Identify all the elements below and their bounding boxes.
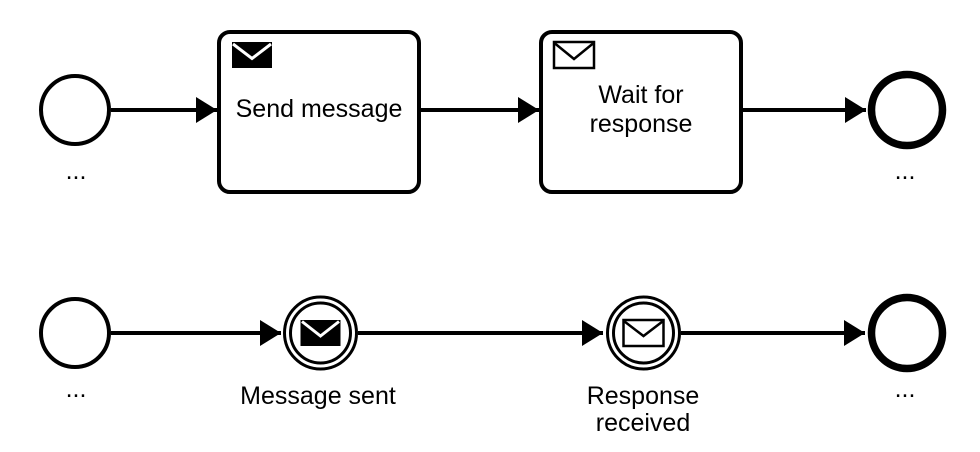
task-send-message[interactable]: Send message	[217, 30, 421, 194]
task-label-line1: Wait for	[598, 81, 683, 109]
task-label: Send message	[236, 95, 403, 123]
task-shape	[217, 30, 421, 194]
start-event-circle	[39, 74, 111, 146]
start-event-label: ...	[66, 157, 87, 185]
start-event[interactable]	[39, 74, 111, 146]
event-label: Message sent	[240, 382, 396, 410]
start-event-circle	[39, 297, 111, 369]
upper-process-flow: ... Send message Wait for response	[39, 30, 947, 194]
lower-process-flow: ... Message sent Response	[39, 293, 947, 437]
message-receive-icon	[622, 318, 665, 348]
start-event[interactable]	[39, 297, 111, 369]
end-event-circle	[867, 70, 947, 150]
task-label-line2: response	[590, 110, 693, 138]
start-event-label: ...	[66, 375, 87, 403]
event-label-line1: Response	[587, 382, 700, 410]
event-label-line2: received	[596, 409, 691, 437]
intermediate-catch-event-response-received[interactable]	[606, 295, 681, 371]
message-send-icon	[232, 42, 272, 68]
intermediate-throw-event-message-sent[interactable]	[283, 295, 358, 371]
message-receive-icon	[552, 40, 596, 70]
task-wait-for-response[interactable]: Wait for response	[539, 30, 743, 194]
message-send-icon	[300, 320, 341, 346]
task-shape	[539, 30, 743, 194]
end-event-label: ...	[895, 157, 916, 185]
end-event[interactable]	[867, 70, 947, 150]
end-event[interactable]	[867, 293, 947, 373]
end-event-label: ...	[895, 375, 916, 403]
end-event-circle	[867, 293, 947, 373]
